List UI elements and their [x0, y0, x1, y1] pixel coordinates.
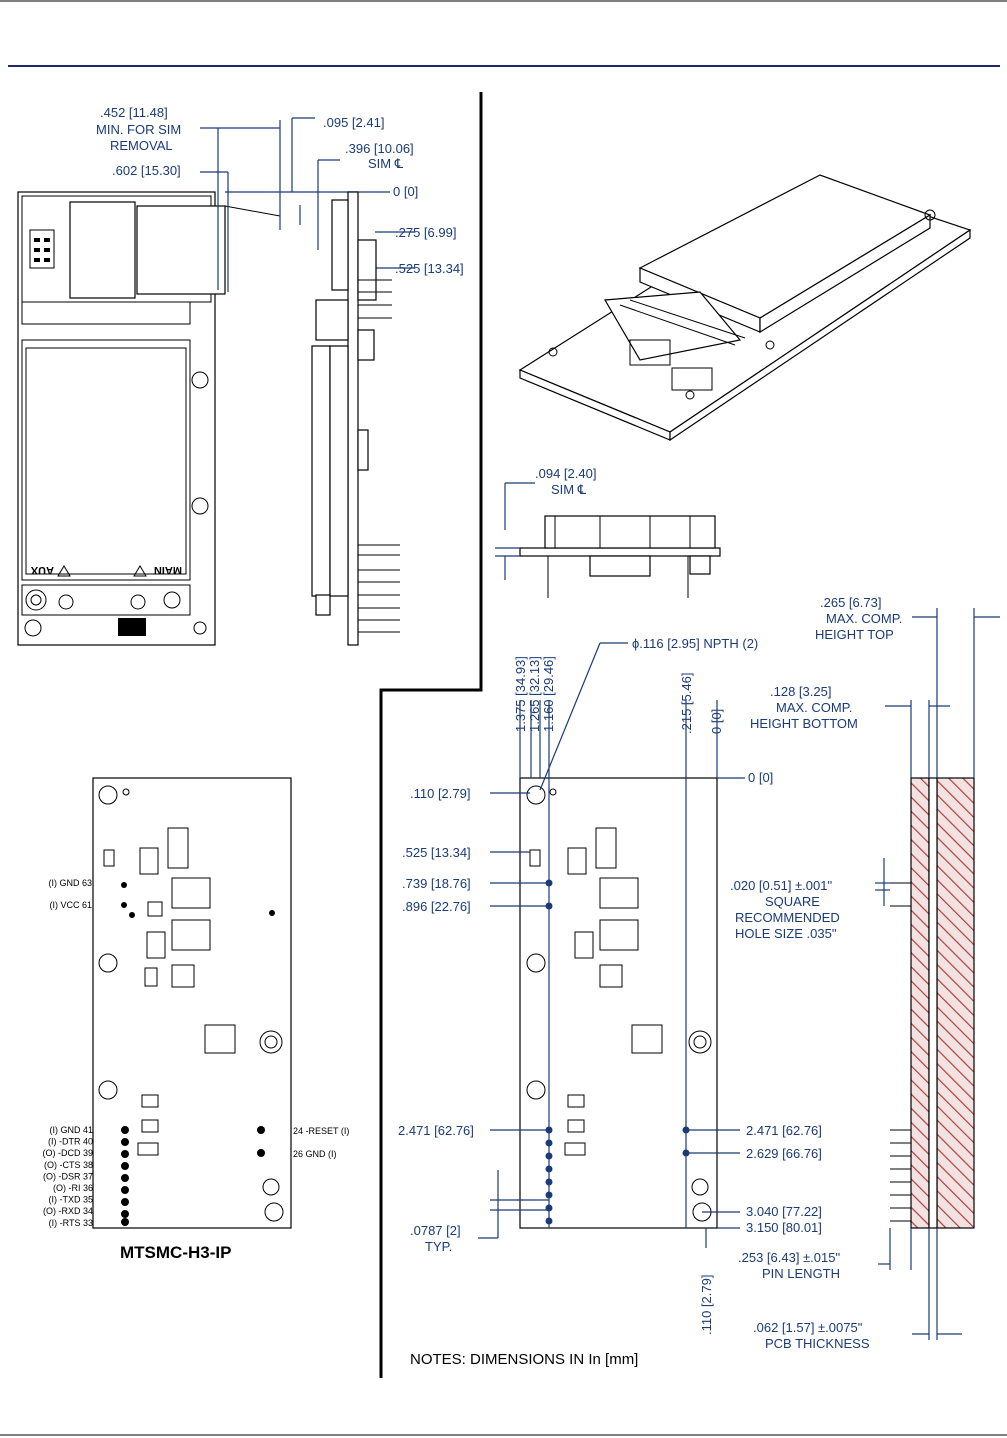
pin-square-l4: HOLE SIZE .035" [735, 926, 837, 941]
ldim-525: .525 [13.34] [402, 845, 471, 860]
side-view-small: .094 [2.40] SIM ℄ [495, 466, 721, 598]
pinout-board: MTSMC-H3-IP [92, 777, 292, 1262]
vdim-215: .215 [5.46] [679, 673, 694, 734]
pinout-labels: (I) GND 63 (I) VCC 61 (I) GND 41 (I) -DTR 4… [42, 878, 349, 1228]
isometric-module [518, 174, 972, 442]
hole-note: ϕ.116 [2.95] NPTH (2) [632, 636, 758, 651]
pin-label: (I) VCC 61 [49, 900, 92, 910]
ldim-110: .110 [2.79] [410, 786, 470, 801]
pin-label: (I) -RTS 33 [49, 1218, 93, 1228]
rdim-2471: 2.471 [62.76] [746, 1123, 822, 1138]
pcb-thickness-l2: PCB THICKNESS [765, 1336, 870, 1351]
dim-zero-top: 0 [0] [393, 184, 418, 199]
pitch-label: TYP. [425, 1239, 452, 1254]
rdim-3150: 3.150 [80.01] [746, 1220, 822, 1235]
top-height-value: .265 [6.73] [820, 595, 881, 610]
dim-sim-removal-l3: REMOVAL [110, 138, 173, 153]
rdim-2629: 2.629 [66.76] [746, 1146, 822, 1161]
pin-square-value: .020 [0.51] ±.001" [730, 878, 832, 893]
dim-094-label: SIM ℄ [551, 482, 587, 497]
side-view-top [311, 191, 400, 646]
dim-396-label: SIM ℄ [368, 156, 404, 171]
vdim-zero: 0 [0] [709, 709, 724, 734]
ldim-896: .896 [22.76] [402, 899, 471, 914]
top-height-l3: HEIGHT TOP [815, 627, 894, 642]
vdim-1265: 1.265 [32.13] [527, 656, 542, 732]
dim-095: .095 [2.41] [323, 115, 384, 130]
pin-label: (I) GND 63 [48, 878, 92, 888]
main-silk: MAIN [154, 564, 182, 576]
pin-label: (I) GND 41 [49, 1125, 93, 1135]
top-view-dims: .452 [11.48] MIN. FOR SIM REMOVAL .602 [… [96, 105, 464, 292]
pin-label: (O) -DSR 37 [43, 1171, 93, 1181]
pin-label: 24 -RESET (I) [293, 1126, 349, 1136]
dim-525-top: .525 [13.34] [395, 261, 464, 276]
pin-label: (O) -RXD 34 [43, 1206, 93, 1216]
bottom-height-l3: HEIGHT BOTTOM [750, 716, 858, 731]
dim-sim-removal-l2: MIN. FOR SIM [96, 122, 181, 137]
dim-094: .094 [2.40] [535, 466, 596, 481]
ldim-739: .739 [18.76] [402, 876, 471, 891]
pin-length-value: .253 [6.43] ±.015" [738, 1250, 840, 1265]
pin-label: 26 GND (I) [293, 1149, 337, 1159]
pin-label: (I) -TXD 35 [48, 1195, 93, 1205]
edge-view [890, 777, 975, 1229]
pin-label: (I) -DTR 40 [48, 1137, 93, 1147]
view-separator [379, 92, 483, 1378]
bottom-vdim: .110 [2.79] [699, 1275, 714, 1335]
pitch-dim: .0787 [2] [410, 1223, 461, 1238]
pcb-thickness-value: .062 [1.57] ±.0075" [753, 1320, 863, 1335]
rdim-3040: 3.040 [77.22] [746, 1204, 822, 1219]
pin-label: (O) -DCD 39 [42, 1148, 93, 1158]
pin-square-l2: SQUARE [765, 894, 820, 909]
edge-dims: .265 [6.73] MAX. COMP. HEIGHT TOP .128 [… [730, 595, 1000, 1351]
pin-square-l3: RECOMMENDED [735, 910, 840, 925]
dim-sim-removal: .452 [11.48] [100, 105, 168, 120]
dim-275: .275 [6.99] [395, 225, 456, 240]
top-height-l2: MAX. COMP. [826, 611, 902, 626]
dim-396: .396 [10.06] [345, 141, 414, 156]
vdim-1375: 1.375 [34.93] [513, 656, 528, 732]
bottom-height-value: .128 [3.25] [770, 684, 831, 699]
bottom-height-l2: MAX. COMP. [776, 700, 852, 715]
bottom-dims: 1.375 [34.93] 1.265 [32.13] 1.160 [29.46… [398, 636, 822, 1368]
pinout-title: MTSMC-H3-IP [120, 1243, 231, 1262]
pin-label: (O) -RI 36 [53, 1183, 93, 1193]
pin-length-l2: PIN LENGTH [762, 1266, 840, 1281]
aux-silk: AUX [30, 564, 54, 576]
top-view-board: AUX MAIN [17, 191, 281, 646]
ldim-2471: 2.471 [62.76] [398, 1123, 474, 1138]
notes: NOTES: DIMENSIONS IN In [mm] [410, 1351, 638, 1368]
vdim-1160: 1.160 [29.46] [541, 656, 556, 732]
pin-label: (O) -CTS 38 [44, 1160, 93, 1170]
dim-602: .602 [15.30] [112, 163, 181, 178]
dim-zero-right: 0 [0] [748, 770, 773, 785]
